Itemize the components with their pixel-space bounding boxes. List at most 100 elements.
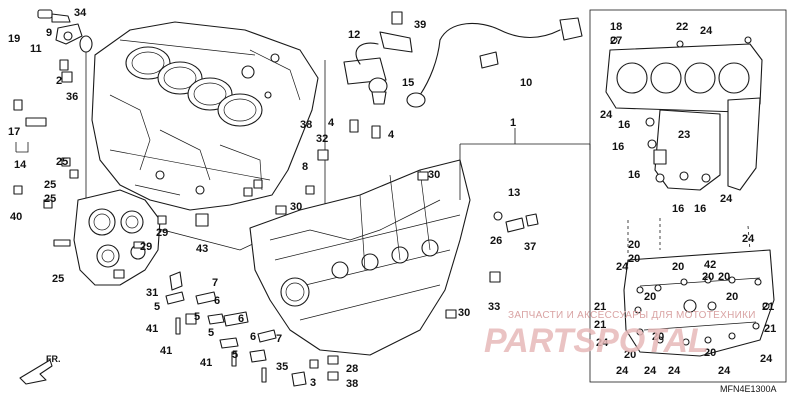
callout-20c: 20: [672, 261, 684, 273]
callout-24i: 24: [668, 365, 681, 377]
callout-16c: 16: [628, 169, 640, 181]
watermark-brand: PARTSPOTAL: [484, 322, 709, 360]
callout-16e: 16: [694, 203, 706, 215]
callout-21c: 21: [594, 319, 606, 331]
callout-16b: 16: [612, 141, 624, 153]
callout-22: 22: [676, 21, 688, 33]
callout-20h: 20: [652, 331, 664, 343]
callout-9: 9: [46, 27, 52, 39]
callout-5a: 5: [154, 301, 160, 313]
callout-42: 42: [704, 259, 716, 271]
callout-25c: 25: [44, 193, 56, 205]
callout-7b: 7: [276, 333, 282, 345]
upper-small-parts: [13, 9, 263, 209]
callout-23: 23: [678, 129, 690, 141]
side-cover: [53, 189, 209, 286]
callout-5d: 5: [232, 349, 238, 361]
callout-6c: 6: [250, 331, 256, 343]
callout-4a: 4: [328, 117, 335, 129]
callout-41b: 41: [160, 345, 172, 357]
callout-11: 11: [30, 43, 42, 55]
callout-7a: 7: [212, 277, 218, 289]
front-arrow-label: FR.: [46, 354, 61, 364]
callout-15: 15: [402, 77, 414, 89]
callout-35: 35: [276, 361, 288, 373]
callout-24g: 24: [616, 365, 629, 377]
callout-36: 36: [66, 91, 78, 103]
callout-14-leader: [15, 142, 29, 153]
callout-24e: 24: [742, 233, 755, 245]
callout-26: 26: [490, 235, 502, 247]
callout-13: 13: [508, 187, 520, 199]
callout-16d: 16: [672, 203, 684, 215]
callout-17: 17: [8, 126, 20, 138]
callout-18: 18: [610, 21, 622, 33]
callout-41a: 41: [146, 323, 158, 335]
callout-2: 2: [56, 75, 62, 87]
lower-crankcase: [249, 119, 501, 356]
callout-25b: 25: [44, 179, 56, 191]
callout-10: 10: [520, 77, 532, 89]
callout-8: 8: [302, 161, 308, 173]
callout-28: 28: [346, 363, 358, 375]
callout-20f: 20: [644, 291, 656, 303]
part-code: MFN4E1300A: [720, 384, 777, 394]
callout-24c: 24: [720, 193, 733, 205]
callout-6b: 6: [238, 313, 244, 325]
sensor-13: [493, 211, 539, 233]
callout-16a: 16: [618, 119, 630, 131]
callout-5c: 5: [208, 327, 214, 339]
callout-20b: 20: [628, 253, 640, 265]
cylinder-bores: [125, 46, 263, 127]
callout-19: 19: [8, 33, 20, 45]
callout-20a: 20: [628, 239, 640, 251]
callout-29b: 29: [140, 241, 152, 253]
callout-33: 33: [488, 301, 500, 313]
callout-1-leader: [459, 128, 591, 200]
callout-5b: 5: [194, 311, 200, 323]
callout-6a: 6: [214, 295, 220, 307]
callout-14: 14: [14, 159, 27, 171]
callout-4b: 4: [388, 129, 395, 141]
callout-30b: 30: [428, 169, 440, 181]
upper-crankcase: [91, 21, 319, 211]
front-arrow: FR.: [19, 354, 61, 385]
callout-27: 27: [610, 35, 622, 47]
callout-20j: 20: [704, 347, 716, 359]
callout-21b: 21: [762, 301, 774, 313]
callout-39: 39: [414, 19, 426, 31]
callout-20g: 20: [726, 291, 738, 303]
sensor-harness: [343, 11, 583, 108]
callout-24j: 24: [718, 365, 731, 377]
callout-31: 31: [146, 287, 158, 299]
callout-24k: 24: [760, 353, 773, 365]
callout-43: 43: [196, 243, 208, 255]
callout-24a: 24: [700, 25, 713, 37]
callout-1: 1: [510, 117, 516, 129]
callout-38b: 38: [300, 119, 312, 131]
callout-30a: 30: [290, 201, 302, 213]
callout-37: 37: [524, 241, 536, 253]
oil-pan-bolts: [634, 276, 770, 346]
callout-12: 12: [348, 29, 360, 41]
callout-30c: 30: [458, 307, 470, 319]
callout-29a: 29: [156, 227, 168, 239]
callout-25d: 25: [52, 273, 64, 285]
callout-24b: 24: [600, 109, 613, 121]
callout-20i: 20: [624, 349, 636, 361]
callout-20d: 20: [702, 271, 714, 283]
callout-3: 3: [310, 377, 316, 389]
callout-41c: 41: [200, 357, 212, 369]
watermark-line: ЗАПЧАСТИ И АКСЕССУАРЫ ДЛЯ МОТОТЕХНИКИ: [508, 310, 756, 321]
callouts: 19 11 34 9 2 36 17 14 25 25 25 40 29 29 …: [8, 7, 776, 390]
callout-24h: 24: [644, 365, 657, 377]
right-detail-block: [589, 9, 787, 383]
callout-24f: 24: [596, 337, 609, 349]
bolts-lower: [165, 271, 339, 387]
callout-32: 32: [316, 133, 328, 145]
callout-24d: 24: [616, 261, 629, 273]
callout-20e: 20: [718, 271, 730, 283]
callout-34: 34: [74, 7, 87, 19]
